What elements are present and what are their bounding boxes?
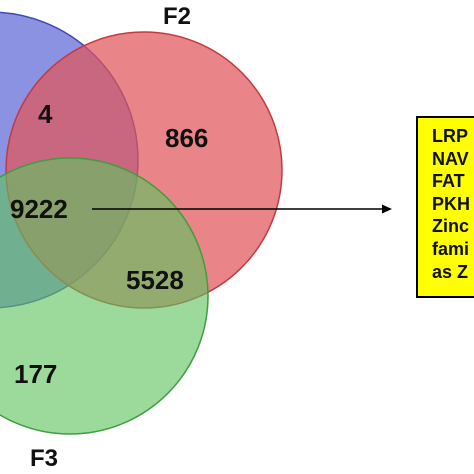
count-all-three: 9222 bbox=[10, 194, 68, 224]
annotation-line: NAV bbox=[432, 148, 469, 169]
annotation-line: Zinc bbox=[432, 216, 470, 237]
count-f3-only: 177 bbox=[14, 359, 57, 389]
count-f2-only: 866 bbox=[165, 123, 208, 153]
annotation-line: LRP bbox=[432, 126, 468, 146]
set-f3-circle bbox=[0, 157, 209, 435]
set-f3-label: F3 bbox=[30, 445, 58, 472]
annotation-line: fami bbox=[432, 238, 470, 259]
annotation-box: LRP NAV FAT PKH Zinc fami as Z bbox=[416, 116, 474, 298]
annotation-line: PKH bbox=[432, 193, 471, 214]
annotation-line: as Z bbox=[432, 261, 469, 282]
annotation-line: FAT bbox=[432, 171, 465, 192]
count-f1-f2: 4 bbox=[38, 99, 53, 129]
set-f2-label: F2 bbox=[163, 3, 191, 30]
pointer-arrow-head bbox=[382, 204, 392, 214]
count-f2-f3: 5528 bbox=[126, 265, 184, 295]
